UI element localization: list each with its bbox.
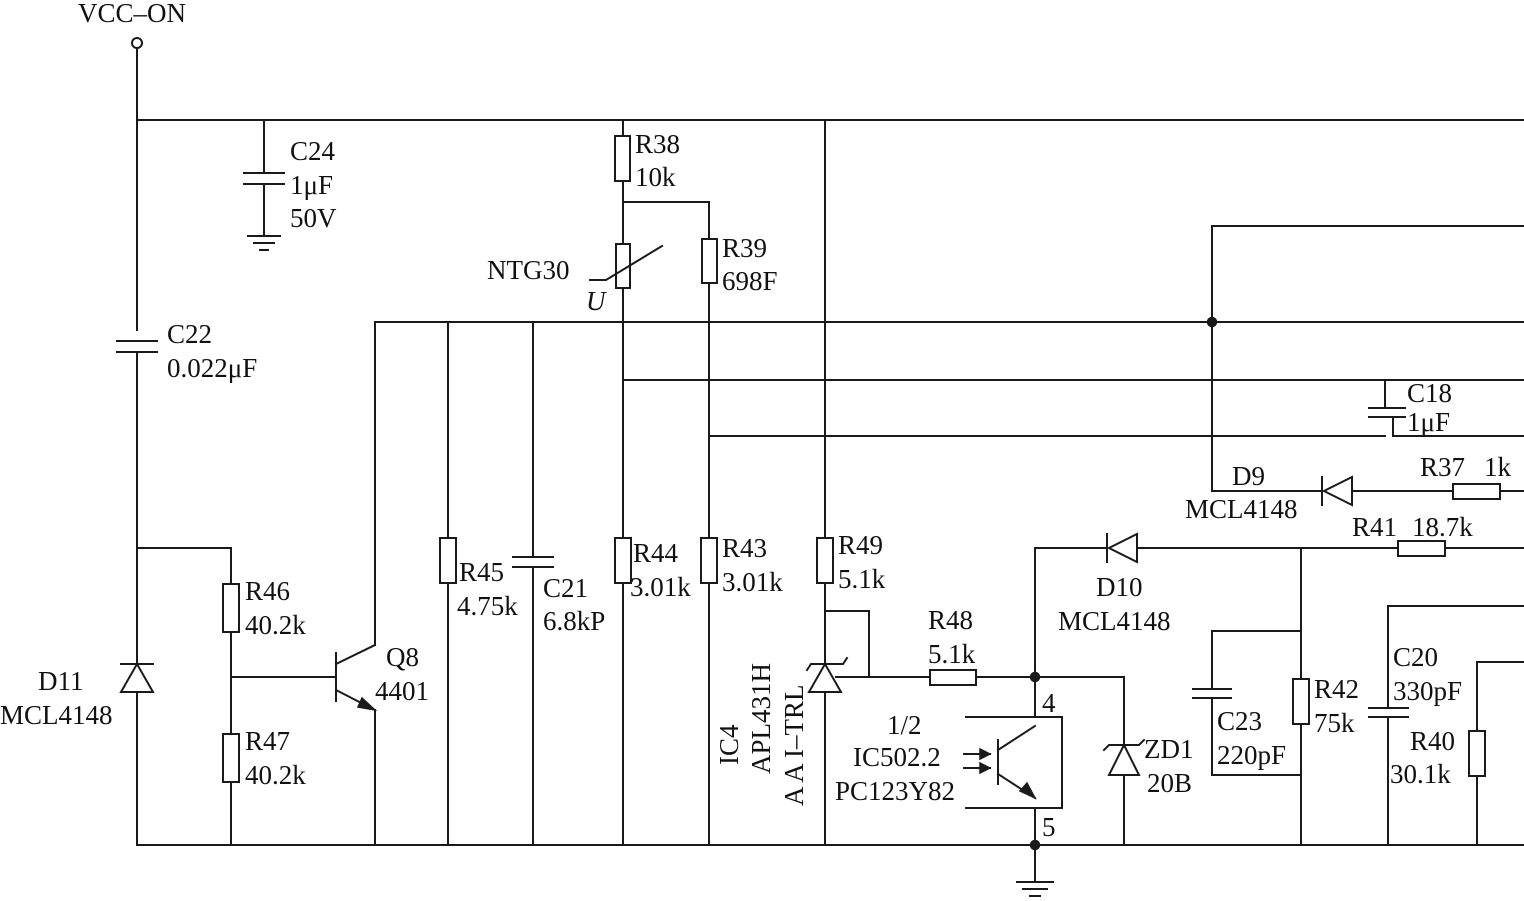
capacitor-c22 [116,340,158,353]
r46-value: 40.2k [245,610,306,640]
ic502-part: PC123Y82 [835,776,955,806]
diode-d9 [1321,475,1353,507]
resistor-r48 [929,669,977,686]
diode-d10 [1106,532,1138,564]
ntc-mark: U [586,286,607,316]
r49-value: 5.1k [838,564,886,594]
r40-value: 30.1k [1390,759,1451,789]
capacitor-c23 [1192,688,1232,699]
c23-value: 220pF [1217,740,1286,770]
r37-value: 1k [1484,452,1512,482]
d11-part: MCL4148 [0,700,113,730]
r47-value: 40.2k [245,760,306,790]
c18-value: 1μF [1407,407,1450,437]
resistor-r39 [701,238,718,284]
shunt-regulator-ic4 [805,656,870,693]
ic502-unit: 1/2 [887,710,922,740]
d10-part: MCL4148 [1058,606,1171,636]
r42-value: 75k [1314,708,1355,738]
d9-ref: D9 [1232,461,1265,491]
resistor-r46 [222,583,240,633]
c21-ref: C21 [543,573,588,603]
r44-value: 3.01k [630,572,691,602]
ic4-suffix: A A I–TRL [779,684,809,806]
r41-ref: R41 [1352,512,1397,542]
zener-zd1 [1102,738,1146,776]
r45-ref: R45 [459,557,504,587]
ic502-pin5: 5 [1042,812,1056,842]
c20-ref: C20 [1393,642,1438,672]
r45-value: 4.75k [457,591,518,621]
resistor-r45 [439,537,457,584]
labels: VCC–ON C24 1μF 50V R38 10k R39 698F NTG3… [0,0,1512,842]
resistor-r49 [816,537,834,584]
d9-part: MCL4148 [1185,494,1298,524]
capacitor-c21 [512,556,554,568]
c22-ref: C22 [167,319,212,349]
ntc-ref: NTG30 [487,255,570,285]
ground-symbol [1016,881,1054,897]
r43-value: 3.01k [722,567,783,597]
r43-ref: R43 [722,533,767,563]
c24-ref: C24 [290,136,336,166]
resistor-r41 [1397,540,1446,557]
resistor-r43 [700,537,718,584]
ic4-ref: IC4 [714,724,744,765]
r37-ref: R37 [1420,452,1465,482]
diode-d11 [119,661,155,693]
r38-ref: R38 [635,129,680,159]
r42-ref: R42 [1314,674,1359,704]
capacitor-c18 [1368,379,1406,418]
r38-value: 10k [635,162,676,192]
ic4-part: APL431H [746,663,776,774]
vcc-terminal [131,37,143,49]
q8-ref: Q8 [386,642,419,672]
r48-ref: R48 [928,605,973,635]
optocoupler-ic502 [963,724,1037,800]
resistor-r42 [1292,678,1310,725]
capacitor-c24 [243,172,285,251]
c21-value: 6.8kP [543,606,605,636]
capacitor-c20 [1368,707,1409,718]
d11-ref: D11 [38,666,84,696]
d10-ref: D10 [1096,572,1143,602]
q8-part: 4401 [375,676,429,706]
r48-value: 5.1k [928,639,976,669]
resistor-r40 [1468,730,1486,777]
zd1-value: 20B [1147,768,1192,798]
transistor-q8 [334,643,378,712]
c24-value: 1μF [290,170,333,200]
c24-rating: 50V [290,203,337,233]
r39-ref: R39 [722,233,767,263]
r40-ref: R40 [1410,726,1455,756]
c18-ref: C18 [1407,378,1452,408]
c22-value: 0.022μF [167,353,257,383]
resistor-r37 [1452,483,1501,500]
zd1-ref: ZD1 [1144,734,1194,764]
r44-ref: R44 [633,538,679,568]
c23-ref: C23 [1217,706,1262,736]
ic502-ref: IC502.2 [853,742,941,772]
junction-dots [1029,316,1218,851]
r49-ref: R49 [838,530,883,560]
c20-value: 330pF [1393,676,1462,706]
r39-value: 698F [722,266,778,296]
ic502-pin4: 4 [1042,688,1056,718]
wires [136,47,1524,883]
resistor-r38 [614,135,631,182]
resistor-r47 [222,733,240,783]
resistor-r44 [614,537,632,584]
thermistor-ntg30 [589,243,664,289]
r47-ref: R47 [245,726,290,756]
vcc-label: VCC–ON [78,0,186,28]
r41-value: 18.7k [1412,512,1473,542]
r46-ref: R46 [245,576,290,606]
